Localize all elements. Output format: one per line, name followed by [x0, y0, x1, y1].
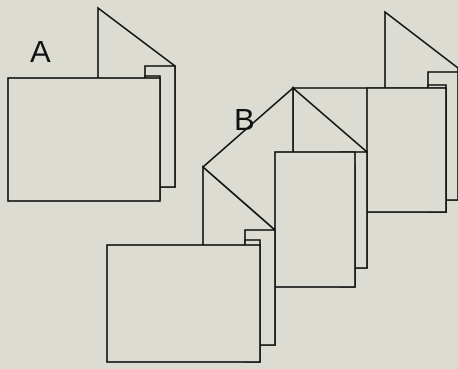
figure-b-panel-2-face — [274, 151, 356, 288]
figure-a-label: A — [30, 34, 51, 69]
figure-a-folded-sheet — [7, 6, 176, 202]
figure-b-label: B — [234, 102, 255, 137]
figure-b-front-panel — [106, 244, 261, 363]
figure-b-panel-3-front — [366, 87, 447, 213]
figure-b-accordion — [106, 10, 458, 363]
figure-a-front-panel — [7, 77, 161, 202]
